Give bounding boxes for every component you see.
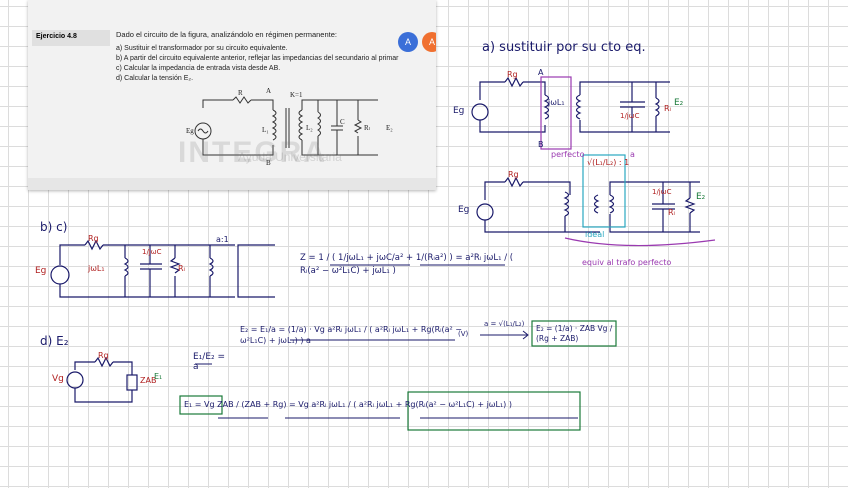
note-e2-a: E₂ <box>674 98 684 108</box>
exercise-item-b: b) A partir del circuito equivalente ant… <box>116 55 399 62</box>
circuit-label-rl: Rₗ <box>364 124 370 132</box>
participant-avatar-button[interactable]: A <box>398 32 418 52</box>
note-jwc-c: 1/jωC <box>142 248 162 256</box>
watermark-subtitle: Ayuda Universitaria <box>238 150 342 164</box>
note-ratio-a: a <box>630 150 635 159</box>
note-mark-a: A <box>538 68 544 77</box>
screenshot-footer-bar <box>28 178 436 190</box>
note-ideal: ideal <box>585 230 605 239</box>
note-rg-b: Rg <box>508 170 519 179</box>
circuit-label-l2: L₂ <box>306 124 313 132</box>
note-mark-b: B <box>538 140 544 149</box>
circuit-label-l1: L₁ <box>262 126 269 134</box>
note-ratio-c: √(L₁/L₂) : 1 <box>587 158 630 167</box>
note-l1-a: jωL₁ <box>548 98 565 107</box>
exercise-item-d: d) Calcular la tensión E₂. <box>116 75 194 82</box>
exercise-item-a: a) Sustituir el transformador por su cir… <box>116 45 288 52</box>
circuit-label-eg: Eg <box>186 127 194 135</box>
note-rg-a: Rg <box>507 70 518 79</box>
note-ratio-eq: E₁/E₂ = a <box>193 352 226 372</box>
exercise-circuit-diagram: R A K=1 B Eg L₁ L₂ C Rₗ E₂ <box>186 87 393 167</box>
note-a-def: a = √(L₁/L₂) <box>484 320 525 328</box>
note-e2-formula: E₂ = E₁/a = (1/a) · Vg a²Rₗ jωL₁ / ( a²R… <box>240 325 462 345</box>
exercise-screenshot: Ejercicio 4.8 Dado el circuito de la fig… <box>28 0 436 190</box>
note-eg-b: Eg <box>458 205 470 215</box>
note-equiv: equiv al trafo perfecto <box>582 258 672 267</box>
note-ratio-b: a:1 <box>216 235 229 244</box>
circuit-label-a: A <box>266 87 271 95</box>
note-jwl1-c: jωL₁ <box>88 264 105 273</box>
note-part-d-title: d) E₂ <box>40 334 69 348</box>
note-vg-d: Vg <box>52 374 64 384</box>
note-part-a-title: a) sustituir por su cto eq. <box>482 40 646 55</box>
note-v-unit: (V) <box>458 330 469 338</box>
circuit-label-e2: E₂ <box>386 124 393 132</box>
exercise-heading: Dado el circuito de la figura, analizánd… <box>116 30 337 39</box>
watermark-logo: INTEGRA <box>178 136 327 169</box>
note-rl-b: Rₗ <box>668 208 675 217</box>
note-part-bc-title: b) c) <box>40 220 68 234</box>
note-rl-a: Rₗ <box>664 104 671 113</box>
circuit-label-k: K=1 <box>290 91 303 99</box>
circuit-label-r: R <box>238 89 243 97</box>
note-eg-c: Eg <box>35 266 47 276</box>
note-rl-c: Rₗ <box>178 264 185 273</box>
note-e1-formula: E₁ = Vg ZAB / (ZAB + Rg) = Vg a²Rₗ jωL₁ … <box>184 400 512 409</box>
note-jwc-a: 1/jωC <box>620 112 640 120</box>
note-rg-d: Rg <box>98 351 109 360</box>
circuit-label-b: B <box>266 159 271 167</box>
note-jwc-b: 1/jωC <box>652 188 672 196</box>
exercise-items: a) Sustituir el transformador por su cir… <box>116 44 398 84</box>
note-rg-c: Rg <box>88 234 99 243</box>
note-e2-boxed: E₂ = (1/a) · ZAB Vg / (Rg + ZAB) <box>536 324 613 343</box>
exercise-item-c: c) Calcular la impedancia de entrada vis… <box>116 65 281 72</box>
note-e1-d: E₁ <box>154 372 163 381</box>
participant-avatar-button-2[interactable]: A <box>422 32 436 52</box>
exercise-label: Ejercicio 4.8 <box>32 30 110 46</box>
note-eg-a: Eg <box>453 106 465 116</box>
circuit-label-c: C <box>340 118 345 126</box>
note-zab-d: ZAB <box>140 376 157 385</box>
note-perfecto: perfecto <box>551 150 585 159</box>
note-z-formula: Z = 1 / ( 1/jωL₁ + jωC/a² + 1/(Rₗa²) ) =… <box>300 253 514 276</box>
note-e2-b: E₂ <box>696 192 706 202</box>
